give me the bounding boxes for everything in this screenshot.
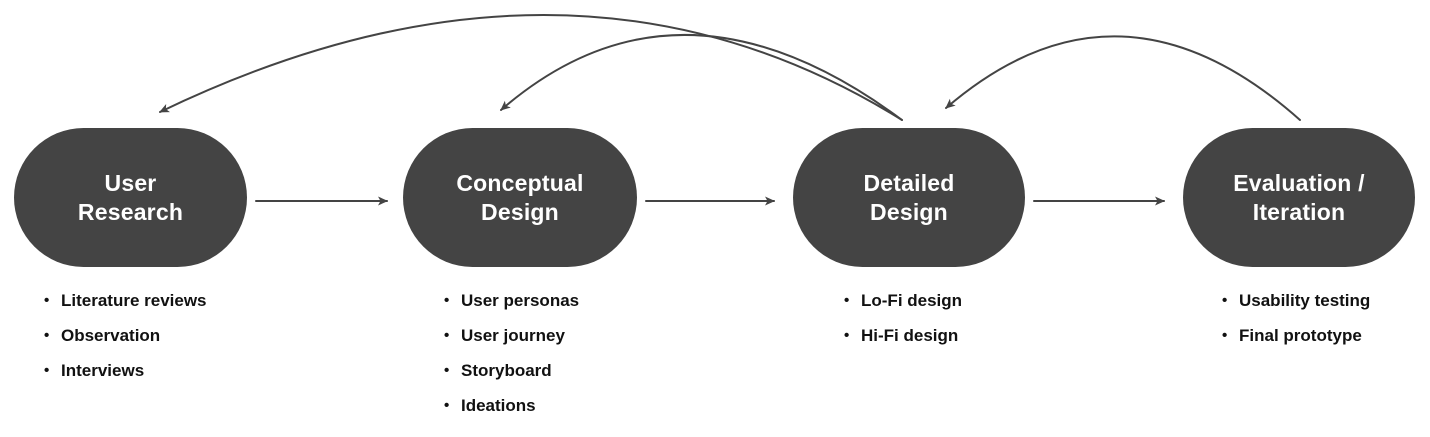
bullet-list-conceptual-design: User personas User journey Storyboard Id… [444,292,579,432]
stage-label-line: Design [870,198,948,225]
stage-label-line: Conceptual [456,169,584,196]
stage-label-line: Evaluation / [1233,169,1365,196]
stage-label-line: Detailed [863,169,955,196]
bullet-item: Final prototype [1222,327,1370,344]
feedback-arrow-detailed-design-to-user-research [159,13,903,121]
stage-node-evaluation-iteration: Evaluation / Iteration [1183,128,1415,267]
bullet-item: Storyboard [444,362,579,379]
stage-label-line: Design [481,198,559,225]
stage-label-line: Research [77,198,184,225]
stage-label-line: User [104,169,157,196]
bullet-item: Hi-Fi design [844,327,962,344]
feedback-arrow-detailed-design-to-conceptual-design [500,34,903,121]
bullet-list-evaluation-iteration: Usability testing Final prototype [1222,292,1370,362]
bullet-item: Literature reviews [44,292,207,309]
bullet-item: Ideations [444,397,579,414]
bullet-list-detailed-design: Lo-Fi design Hi-Fi design [844,292,962,362]
feedback-arrow-evaluation-iteration-to-detailed-design [945,35,1301,121]
bullet-item: Interviews [44,362,207,379]
bullet-item: Observation [44,327,207,344]
stage-label-line: Iteration [1252,198,1346,225]
stage-node-conceptual-design: Conceptual Design [403,128,637,267]
bullet-item: User journey [444,327,579,344]
bullet-list-user-research: Literature reviews Observation Interview… [44,292,207,397]
bullet-item: Usability testing [1222,292,1370,309]
bullet-item: User personas [444,292,579,309]
stage-node-user-research: User Research [14,128,247,267]
stage-node-detailed-design: Detailed Design [793,128,1025,267]
bullet-item: Lo-Fi design [844,292,962,309]
